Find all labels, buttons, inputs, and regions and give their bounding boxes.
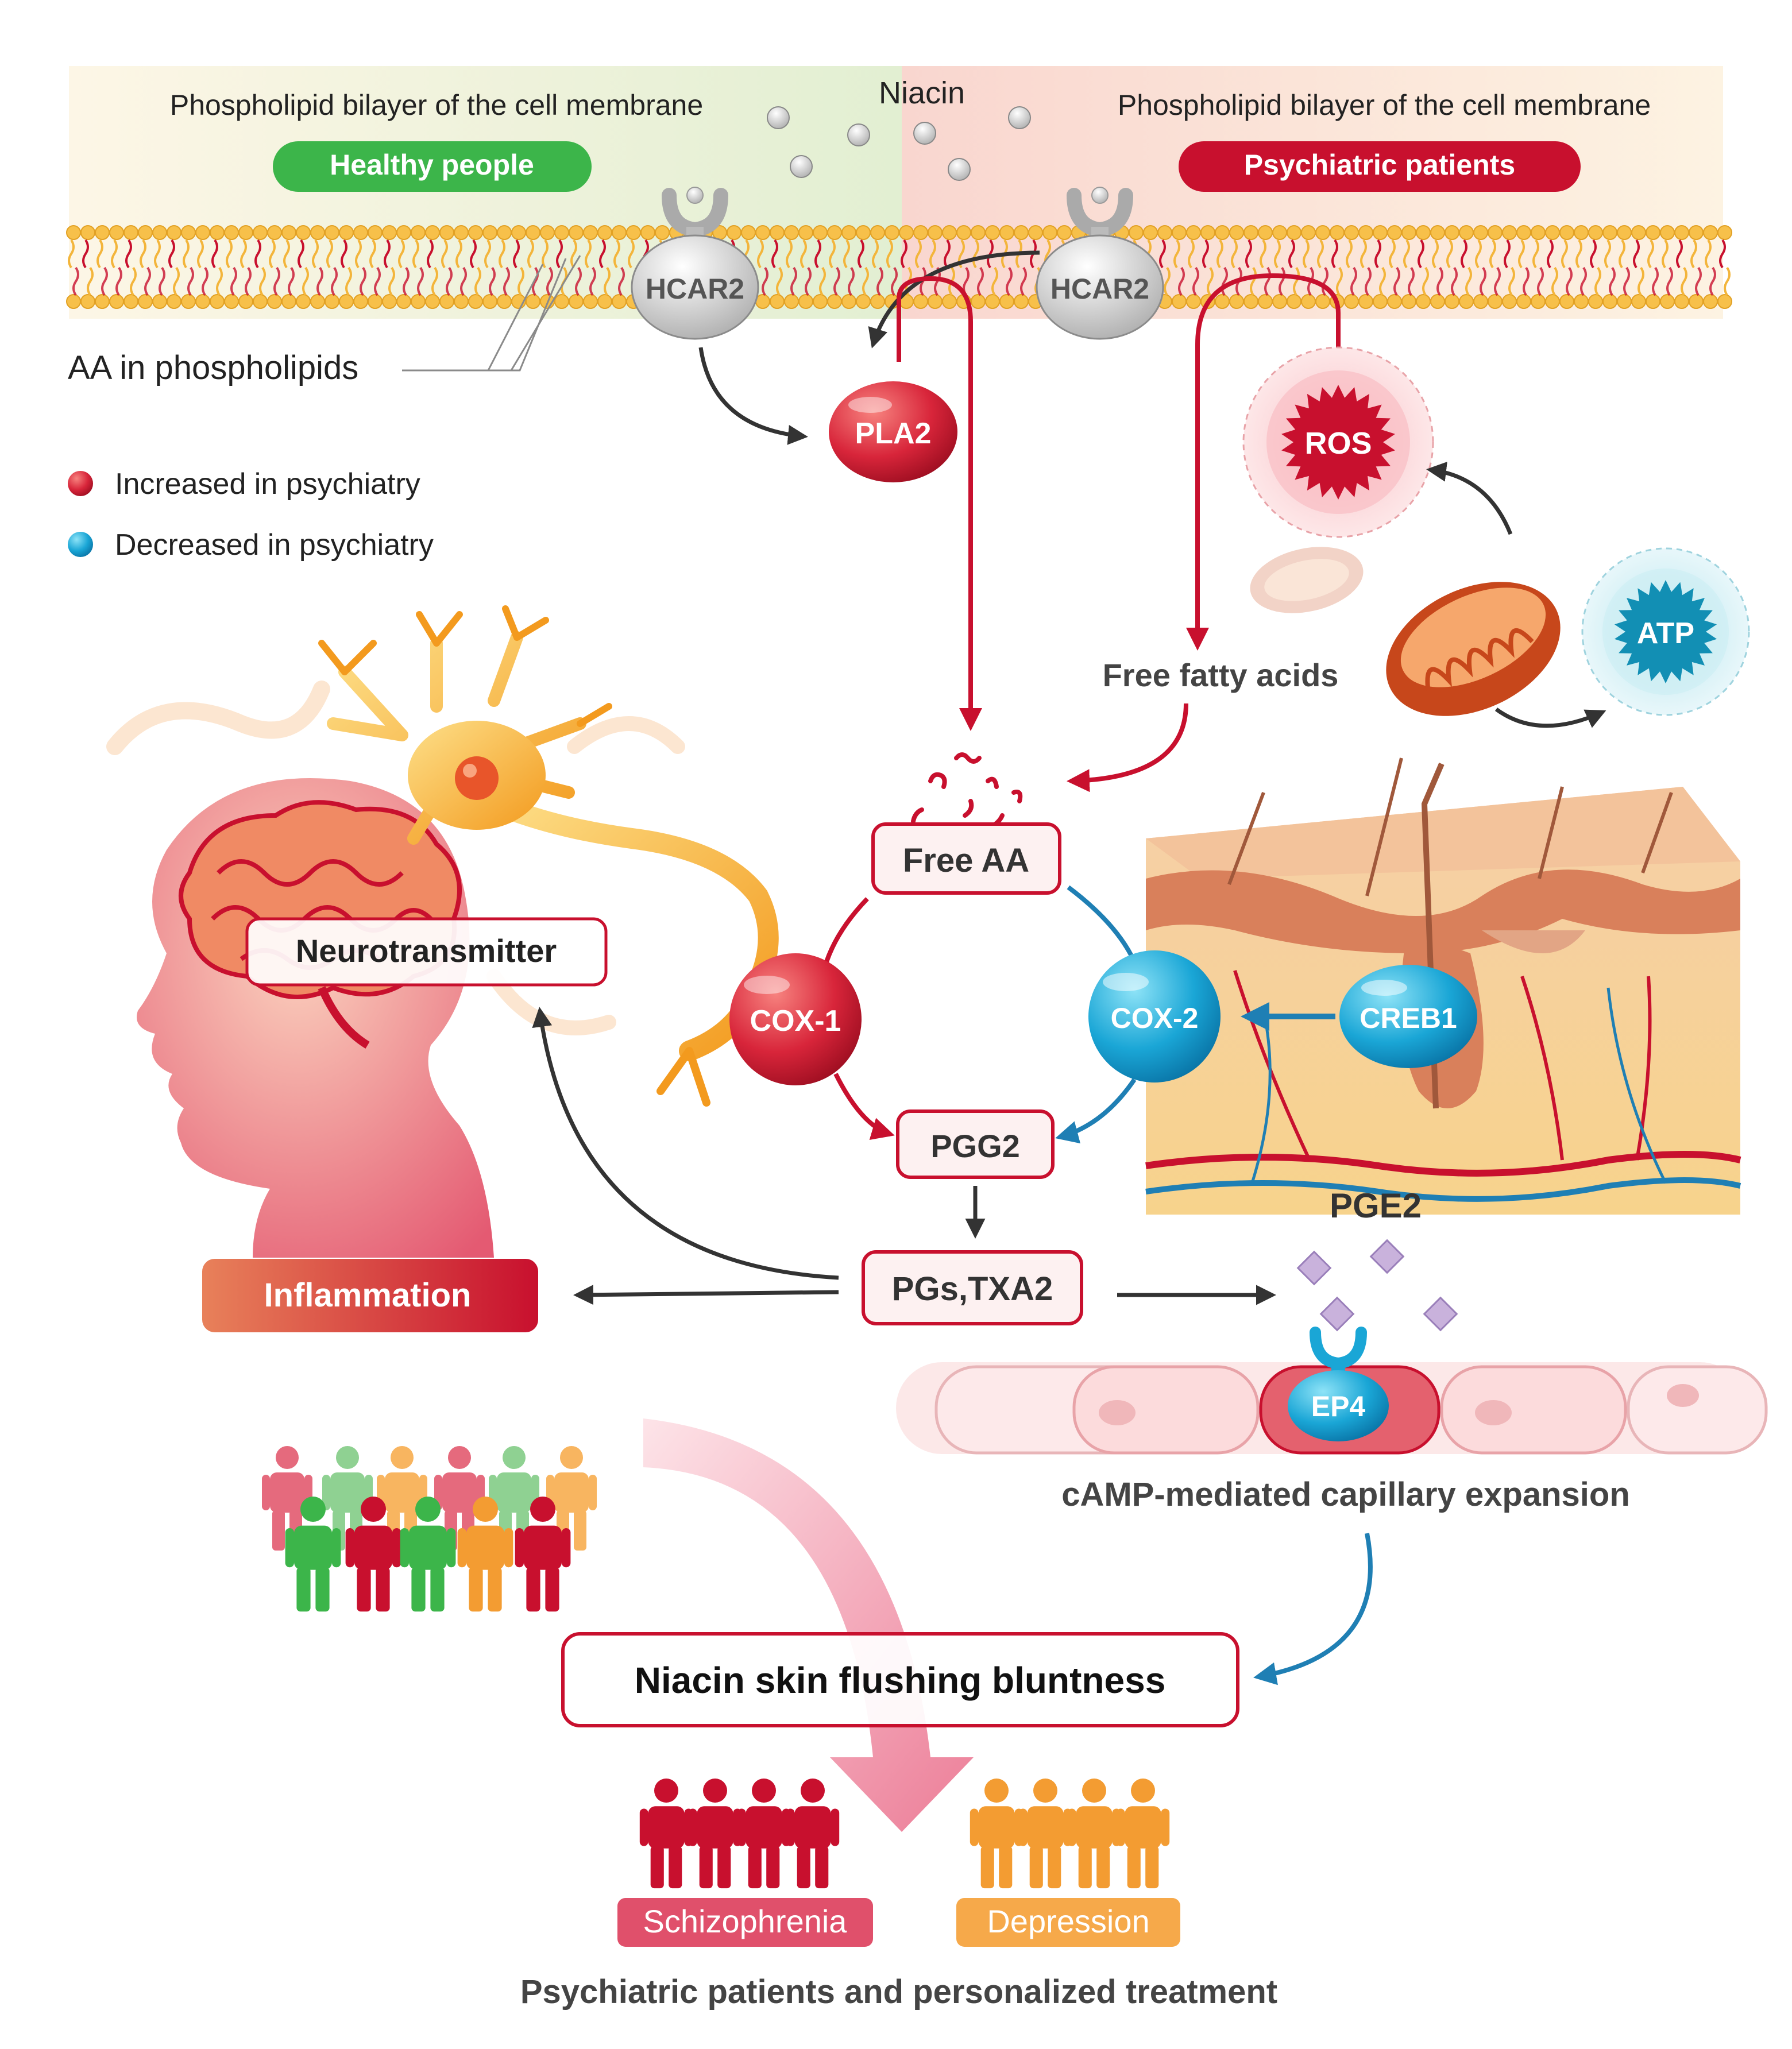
hcar2-left-label: HCAR2 [646, 273, 744, 305]
schizophrenia-badge: Schizophrenia [617, 1898, 873, 1947]
phospholipid-bilayer [66, 225, 1732, 309]
depression-person-1 [1018, 1779, 1072, 1889]
free-aa-box: Free AA [871, 822, 1061, 895]
person-back-5 [546, 1446, 597, 1551]
schizophrenia-people [639, 1779, 840, 1889]
pla2-node: PLA2 [829, 381, 957, 482]
arc-cox1-to-pgg2 [833, 1073, 895, 1140]
footer-label: Psychiatric patients and personalized tr… [520, 1973, 1277, 2011]
aa-in-phospholipids-label: AA in phospholipids [68, 349, 358, 386]
arrow-hcar2-to-pla2 [698, 347, 808, 445]
depression-person-0 [970, 1779, 1024, 1889]
neurotransmitter-label: Neurotransmitter [296, 933, 557, 969]
person-front-1 [345, 1497, 401, 1612]
pla2-label: PLA2 [855, 417, 932, 450]
creb1-label: CREB1 [1360, 1002, 1457, 1034]
creb1-node: CREB1 [1339, 965, 1477, 1068]
person-front-0 [285, 1497, 341, 1612]
ros-star [1281, 385, 1395, 500]
aa-pointer-lines [402, 255, 581, 372]
arrow-pla2-to-free-aa [897, 276, 982, 731]
schizophrenia-person-2 [737, 1779, 791, 1889]
atp-star [1614, 580, 1717, 683]
cox1-label: COX-1 [750, 1004, 841, 1038]
camp-label: cAMP-mediated capillary expansion [1061, 1476, 1630, 1513]
cox2-label: COX-2 [1111, 1002, 1199, 1034]
arrow-ros-to-ffa [1186, 273, 1341, 651]
pgs-txa2-box: PGs,TXA2 [862, 1250, 1083, 1325]
arc-cox2-to-pgg2 [1055, 1078, 1137, 1144]
arrow-mito-to-atp [1494, 708, 1606, 728]
psychiatric-patients-label: Psychiatric patients [1244, 149, 1515, 181]
depression-label: Depression [987, 1903, 1149, 1939]
membrane-label-right: Phospholipid bilayer of the cell membran… [1118, 89, 1651, 121]
pgs-txa2-label: PGs,TXA2 [892, 1270, 1053, 1308]
legend-increased-label: Increased in psychiatry [115, 467, 420, 501]
free-aa-label: Free AA [903, 842, 1029, 879]
person-front-3 [457, 1497, 513, 1612]
pgg2-box: PGG2 [896, 1109, 1055, 1179]
person-front-2 [400, 1497, 456, 1612]
depression-people [970, 1779, 1170, 1889]
schizophrenia-person-0 [639, 1779, 693, 1889]
legend: Increased in psychiatry Decreased in psy… [68, 467, 434, 562]
hcar2-right-label: HCAR2 [1051, 273, 1149, 305]
legend-decreased-dot [68, 532, 93, 557]
aa-fragments [911, 752, 1023, 829]
mitochondrion-blurred [1250, 547, 1364, 613]
arrow-pgs-to-inflammation [573, 1285, 839, 1305]
atp-label: ATP [1637, 617, 1694, 650]
arrow-mito-to-ros [1426, 461, 1513, 535]
mitochondrion [1386, 582, 1561, 716]
membrane-label-left: Phospholipid bilayer of the cell membran… [170, 89, 703, 121]
cox2-node: COX-2 [1088, 950, 1221, 1083]
cox1-node: COX-1 [729, 953, 862, 1085]
ep4-label: EP4 [1311, 1390, 1366, 1422]
inflammation-label: Inflammation [264, 1277, 472, 1314]
flushing-box: Niacin skin flushing bluntness [561, 1632, 1239, 1727]
depression-badge: Depression [956, 1898, 1180, 1947]
depression-person-2 [1067, 1779, 1121, 1889]
ros-label: ROS [1304, 426, 1372, 461]
healthy-people-label: Healthy people [330, 149, 534, 181]
inflammation-box: Inflammation [202, 1259, 538, 1332]
neurotransmitter-box: Neurotransmitter [245, 917, 608, 987]
pge2-molecules [1296, 1239, 1458, 1332]
niacin-label: Niacin [879, 76, 965, 110]
pge2-label: PGE2 [1330, 1186, 1422, 1225]
ep4-receptor: EP4 [1288, 1327, 1389, 1441]
flushing-label: Niacin skin flushing bluntness [635, 1660, 1166, 1701]
niacin-molecules [767, 106, 1031, 181]
ros-node: ROS [1242, 346, 1434, 538]
arrow-pgs-to-neurotransmitter [532, 1007, 839, 1280]
atp-node: ATP [1581, 547, 1750, 716]
legend-decreased-label: Decreased in psychiatry [115, 528, 434, 562]
pgg2-label: PGG2 [930, 1128, 1020, 1164]
schizophrenia-person-3 [786, 1779, 840, 1889]
schizophrenia-person-1 [688, 1779, 742, 1889]
people-crowd [262, 1446, 597, 1612]
psychiatric-patients-badge: Psychiatric patients [1179, 141, 1581, 192]
legend-increased-dot [68, 471, 93, 496]
person-front-4 [515, 1497, 571, 1612]
arrow-ffa-to-free-aa [1067, 703, 1188, 792]
arrow-camp-to-flushing [1253, 1533, 1373, 1685]
big-flow-arrow [643, 1418, 974, 1832]
schizophrenia-label: Schizophrenia [643, 1903, 848, 1939]
hcar2-receptor-left: HCAR2 [631, 187, 759, 340]
arrow-hcar2-right-to-pla2 [868, 250, 1040, 349]
depression-person-3 [1116, 1779, 1170, 1889]
free-fatty-acids-label: Free fatty acids [1103, 657, 1339, 693]
hcar2-receptor-right: HCAR2 [1036, 187, 1164, 340]
healthy-people-badge: Healthy people [273, 141, 592, 192]
